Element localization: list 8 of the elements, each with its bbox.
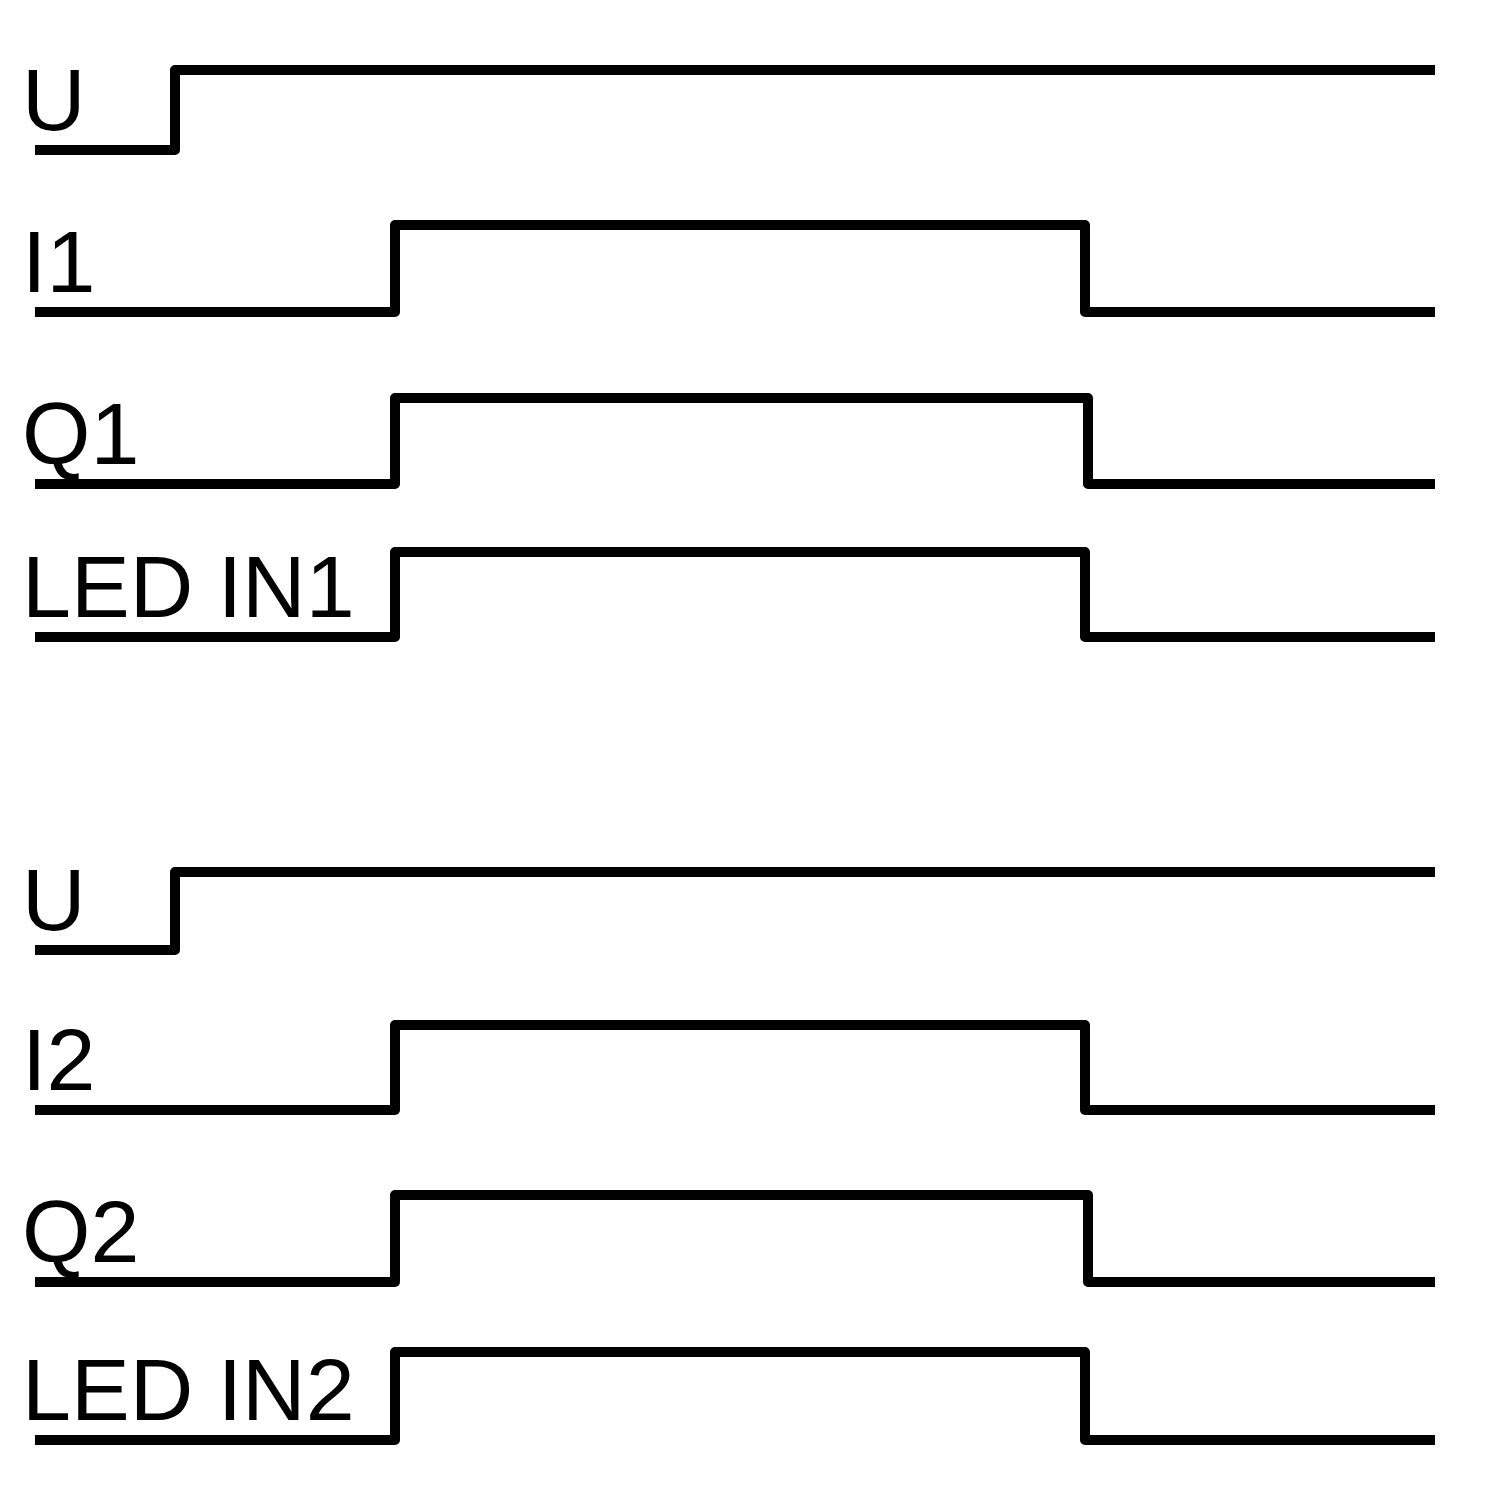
signal-label: U: [22, 856, 86, 944]
signal-label: LED IN2: [22, 1346, 355, 1434]
signal-label: U: [22, 56, 86, 144]
signal-label: Q1: [22, 390, 140, 478]
signal-label: I1: [22, 218, 96, 306]
signal-label: LED IN1: [22, 543, 355, 631]
signal-label: I2: [22, 1016, 96, 1104]
signal-label: Q2: [22, 1188, 140, 1276]
